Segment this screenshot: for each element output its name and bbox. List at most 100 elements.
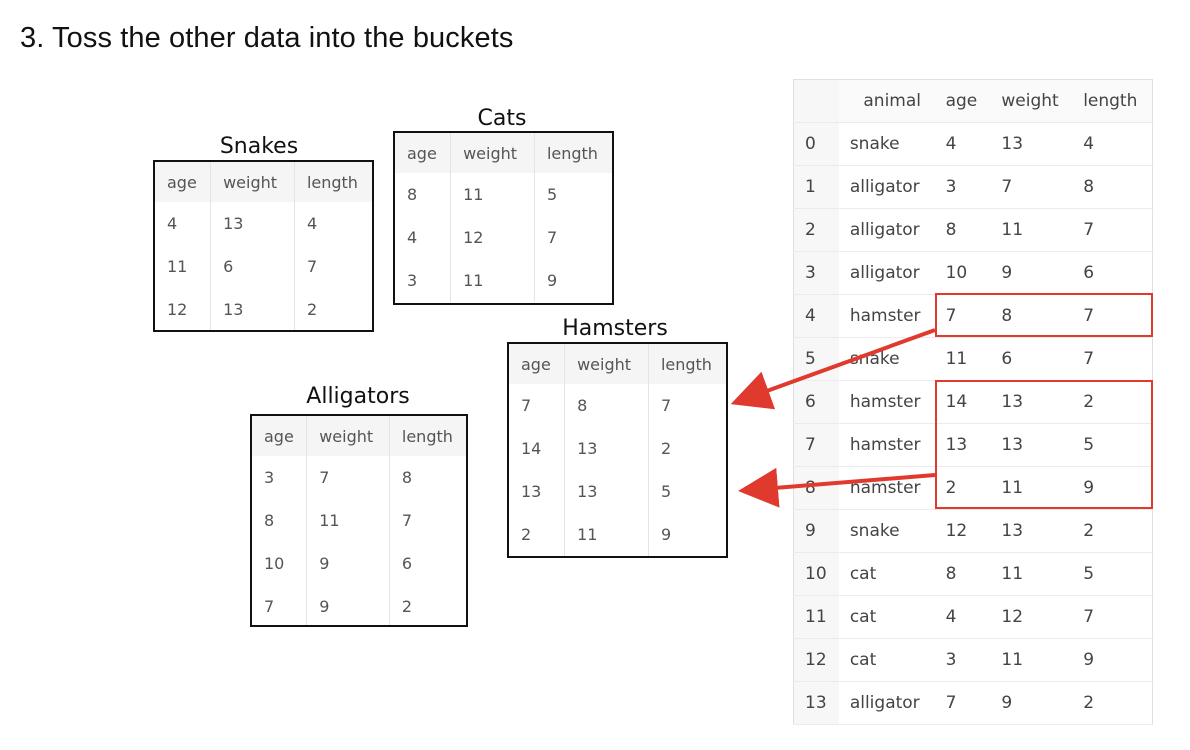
bucket-title-alligators: Alligators <box>306 384 410 409</box>
dataframe-cell: 7 <box>1072 208 1153 252</box>
dataframe-cell: 12 <box>990 595 1073 639</box>
dataframe-cell: 12 <box>934 509 991 553</box>
bucket-title-hamsters: Hamsters <box>562 316 668 341</box>
bucket-title-cats: Cats <box>477 106 527 131</box>
column-header: length <box>534 133 612 173</box>
dataframe-cell: cat <box>838 638 935 682</box>
table-cell: 9 <box>306 542 390 585</box>
table-cell: 9 <box>546 271 558 290</box>
table-cell: 7 <box>252 585 308 625</box>
table-cell: 11 <box>450 173 535 216</box>
dataframe-cell: 13 <box>990 423 1073 467</box>
column-header: weight <box>306 416 390 456</box>
table-cell: 7 <box>509 384 566 427</box>
dataframe-cell: 2 <box>934 466 991 510</box>
dataframe-cell: 9 <box>1072 466 1153 510</box>
dataframe-cell: 3 <box>934 165 991 209</box>
table-cell: 11 <box>306 499 390 542</box>
column-header: length <box>294 162 372 202</box>
table-cell: 4 <box>395 216 452 259</box>
dataframe-cell: 8 <box>934 208 991 252</box>
row-index: 9 <box>793 509 839 553</box>
table-cell: 8 <box>252 499 308 542</box>
table-cell: 6 <box>401 554 413 573</box>
heading: 3. Toss the other data into the buckets <box>20 22 514 54</box>
table-cell: 7 <box>546 228 558 247</box>
dataframe-cell: 11 <box>990 466 1073 510</box>
dataframe-cell: 13 <box>934 423 991 467</box>
table-cell: 13 <box>210 288 295 330</box>
dataframe-cell: 4 <box>1072 122 1153 166</box>
dataframe-cell: 7 <box>1072 337 1153 381</box>
dataframe-cell: 7 <box>990 165 1073 209</box>
dataframe-column-header <box>793 79 839 123</box>
table-cell: 9 <box>306 585 390 625</box>
dataframe-cell: hamster <box>838 466 935 510</box>
table-cell: 12 <box>155 288 212 330</box>
dataframe-cell: 13 <box>990 509 1073 553</box>
table-cell: 2 <box>401 597 413 616</box>
table-cell: 13 <box>564 427 649 470</box>
arrow-row-4-to-hamsters <box>730 328 936 410</box>
column-header: weight <box>450 133 535 173</box>
dataframe-cell: snake <box>838 509 935 553</box>
table-cell: 10 <box>252 542 308 585</box>
dataframe-cell: 3 <box>934 638 991 682</box>
table-cell: 8 <box>401 468 413 487</box>
table-cell: 2 <box>660 439 672 458</box>
dataframe-cell: 9 <box>990 251 1073 295</box>
table-cell: 2 <box>509 513 566 556</box>
table-cell: 13 <box>509 470 566 513</box>
table-cell: 12 <box>450 216 535 259</box>
dataframe-cell: 2 <box>1072 509 1153 553</box>
table-cell: 4 <box>306 214 318 233</box>
table-cell: 14 <box>509 427 566 470</box>
dataframe-cell: hamster <box>838 380 935 424</box>
row-index: 10 <box>793 552 839 596</box>
table-cell: 7 <box>660 396 672 415</box>
dataframe-cell: 8 <box>934 552 991 596</box>
column-header: weight <box>564 344 649 384</box>
dataframe-column-header: animal <box>838 79 935 123</box>
table-cell: 5 <box>546 185 558 204</box>
column-header: age <box>155 162 212 202</box>
table-cell: 7 <box>401 511 413 530</box>
highlight-rows-6-8 <box>935 380 1153 509</box>
table-cell: 3 <box>252 456 308 499</box>
row-index: 12 <box>793 638 839 682</box>
table-cell: 7 <box>306 257 318 276</box>
dataframe-cell: snake <box>838 122 935 166</box>
dataframe-cell: 11 <box>990 208 1073 252</box>
dataframe-cell: alligator <box>838 165 935 209</box>
table-cell: 11 <box>450 259 535 302</box>
bucket-title-snakes: Snakes <box>219 134 299 159</box>
dataframe-cell: 13 <box>990 380 1073 424</box>
table-cell: 8 <box>395 173 452 216</box>
row-index: 0 <box>793 122 839 166</box>
dataframe-cell: 11 <box>990 638 1073 682</box>
dataframe-cell: hamster <box>838 423 935 467</box>
table-cell: 6 <box>210 245 295 288</box>
column-header: length <box>648 344 726 384</box>
dataframe-cell: 11 <box>990 552 1073 596</box>
row-index: 2 <box>793 208 839 252</box>
